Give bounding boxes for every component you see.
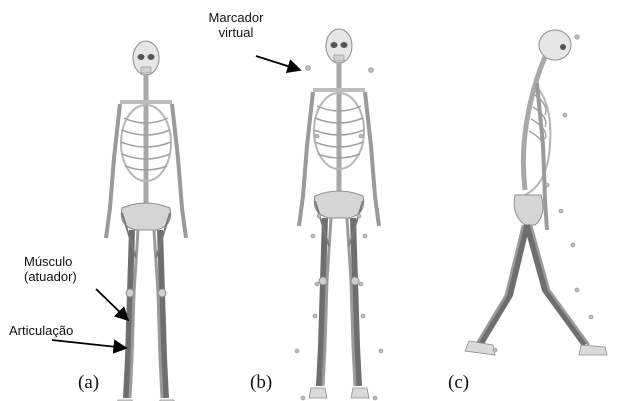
panel-label-a: (a) [78,372,99,394]
muscle-annotation: Músculo (atuador) [24,254,77,284]
marker-annotation: Marcador virtual [196,10,276,40]
skeleton-c [465,30,607,355]
muscle-line2: (atuador) [24,269,77,284]
panel-label-b: (b) [250,372,272,394]
muscle-line1: Músculo [24,254,77,269]
muscle-arrow [96,289,128,320]
marker-line1: Marcador [196,10,276,25]
panel-label-c: (c) [448,372,469,394]
marker-arrow [256,56,300,70]
marker-line2: virtual [196,25,276,40]
skeleton-b [295,29,383,400]
joint-annotation: Articulação [9,323,73,338]
joint-arrow [52,340,126,348]
